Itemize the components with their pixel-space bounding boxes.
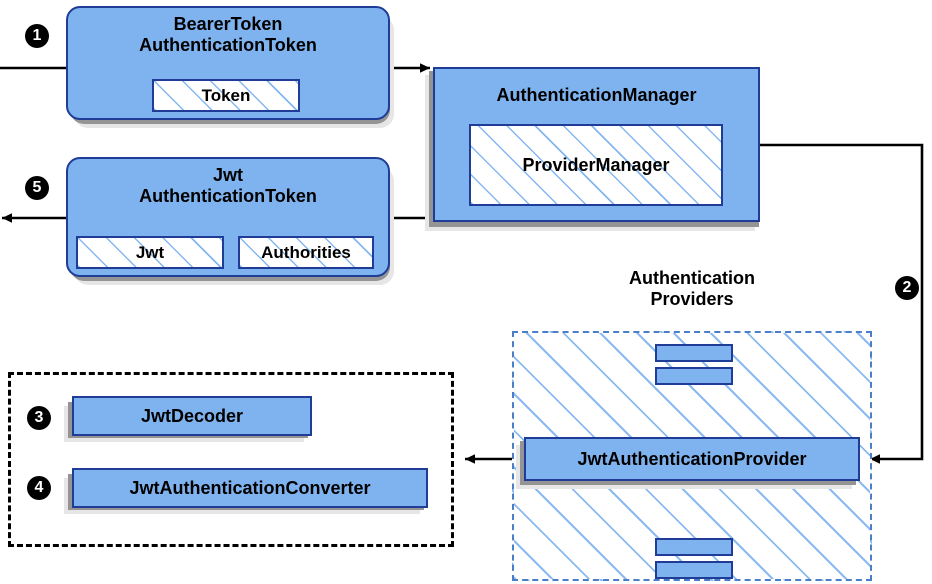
providers-label-line1: Authentication bbox=[629, 268, 755, 288]
jwt-token-title-line2: AuthenticationToken bbox=[139, 185, 317, 206]
node-jwt-decoder[interactable]: JwtDecoder bbox=[72, 396, 312, 436]
jwt-provider-title: JwtAuthenticationProvider bbox=[577, 448, 807, 469]
step-marker-4: 4 bbox=[27, 476, 51, 500]
step-marker-5: 5 bbox=[25, 176, 49, 200]
chip-authorities[interactable]: Authorities bbox=[238, 236, 374, 269]
provider-stub-bar-bottom-2 bbox=[655, 561, 733, 579]
chip-jwt[interactable]: Jwt bbox=[76, 236, 224, 269]
bearer-token-title-line1: BearerToken bbox=[173, 14, 283, 34]
step-marker-2: 2 bbox=[895, 276, 919, 300]
provider-stub-bar-top-2 bbox=[655, 367, 733, 385]
jwt-token-title-line1: Jwt bbox=[212, 165, 243, 185]
jwt-support-group bbox=[8, 372, 454, 547]
provider-stub-bar-bottom-1 bbox=[655, 538, 733, 556]
chip-provider-manager[interactable]: ProviderManager bbox=[469, 124, 723, 206]
auth-manager-title: AuthenticationManager bbox=[496, 85, 697, 105]
bearer-token-title: BearerToken AuthenticationToken bbox=[139, 14, 317, 56]
jwt-decoder-title: JwtDecoder bbox=[140, 405, 244, 426]
providers-label-line2: Providers bbox=[650, 289, 734, 310]
node-jwt-authentication-converter[interactable]: JwtAuthenticationConverter bbox=[72, 468, 428, 508]
node-jwt-authentication-provider[interactable]: JwtAuthenticationProvider bbox=[524, 437, 860, 481]
step-marker-3: 3 bbox=[27, 406, 51, 430]
jwt-token-title: Jwt AuthenticationToken bbox=[139, 165, 317, 207]
chip-token[interactable]: Token bbox=[152, 79, 300, 112]
bearer-token-title-line2: AuthenticationToken bbox=[139, 34, 317, 55]
authentication-providers-label: Authentication Providers bbox=[602, 268, 782, 310]
arrow-manager-to-provider bbox=[760, 143, 924, 464]
step-marker-1: 1 bbox=[25, 24, 49, 48]
provider-stub-bar-top-1 bbox=[655, 344, 733, 362]
jwt-converter-title: JwtAuthenticationConverter bbox=[129, 477, 371, 498]
